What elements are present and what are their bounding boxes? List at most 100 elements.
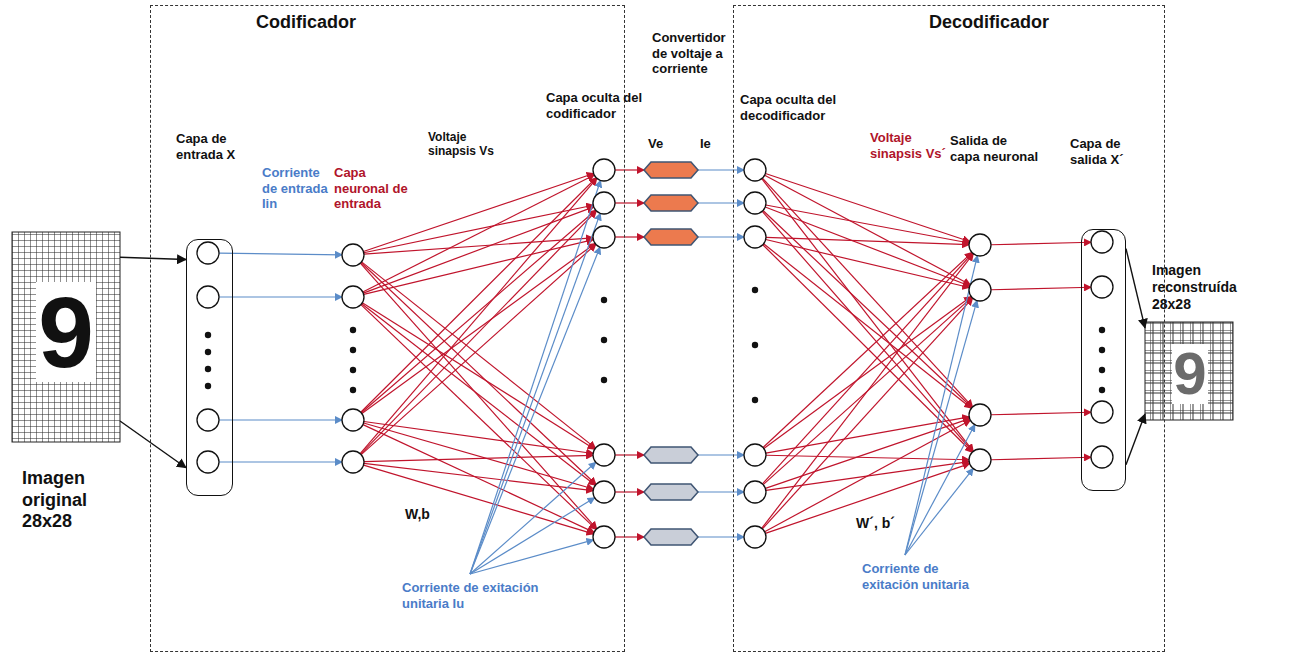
synapse-line bbox=[219, 296, 342, 297]
original-image: Imagen original 28x28 bbox=[10, 230, 135, 560]
synapse-line bbox=[615, 202, 644, 203]
image-digit: 9 bbox=[1172, 344, 1208, 404]
neuron-circle bbox=[342, 409, 364, 431]
image-grid bbox=[1145, 322, 1233, 420]
neuron-circle bbox=[969, 449, 991, 471]
synapse-line bbox=[361, 178, 596, 412]
neuron-circle bbox=[593, 481, 615, 503]
synapse-line bbox=[698, 236, 744, 237]
neuron-circle bbox=[593, 192, 615, 214]
node-label: Capa de entrada X bbox=[176, 131, 248, 162]
synapse-line bbox=[698, 202, 744, 203]
annotation-label: Corriente de exitación unitaria bbox=[862, 561, 982, 592]
synapse-line bbox=[766, 240, 970, 288]
neuron-circle bbox=[197, 451, 219, 473]
ellipsis-dot bbox=[1099, 347, 1105, 353]
annotation-label: Convertidor de voltaje a corriente bbox=[652, 30, 744, 77]
synapse-line bbox=[362, 243, 595, 413]
synapse-line bbox=[219, 419, 342, 420]
ellipsis-dot bbox=[350, 387, 356, 393]
ellipsis-dot bbox=[752, 287, 758, 293]
neuron-circle bbox=[197, 242, 219, 264]
annotation-label: Corriente de exitación unitaria Iu bbox=[402, 580, 542, 611]
annotation-label: Capa neuronal de entrada bbox=[334, 165, 418, 212]
annotation-label: W,b bbox=[405, 506, 455, 523]
synapse-line bbox=[762, 298, 972, 529]
synapse-line bbox=[766, 205, 969, 243]
synapse-line bbox=[991, 242, 1091, 244]
neuron-circle bbox=[1091, 231, 1113, 253]
converter-symbol bbox=[644, 162, 698, 178]
synapse-line bbox=[763, 245, 972, 453]
neuron-circle bbox=[197, 409, 219, 431]
synapse-line bbox=[615, 536, 644, 537]
ellipsis-dot bbox=[350, 327, 356, 333]
synapse-line bbox=[905, 256, 977, 555]
ellipsis-dot bbox=[752, 342, 758, 348]
ellipsis-dot bbox=[205, 366, 211, 372]
synapse-line bbox=[762, 179, 974, 452]
annotation-label: W´, b´ bbox=[856, 515, 916, 532]
neuron-circle bbox=[197, 286, 219, 308]
synapse-line bbox=[360, 263, 596, 529]
neuron-circle bbox=[744, 444, 766, 466]
ellipsis-dot bbox=[601, 377, 607, 383]
neuron-circle bbox=[1091, 446, 1113, 468]
ellipsis-dot bbox=[350, 367, 356, 373]
synapse-line bbox=[765, 420, 971, 532]
synapse-line bbox=[361, 211, 597, 454]
neuron-circle bbox=[342, 244, 364, 266]
node-label: Imagen reconstruída 28x28 bbox=[1152, 262, 1262, 312]
synapse-line bbox=[219, 461, 342, 462]
image-grid bbox=[12, 232, 120, 442]
annotation-label: Capa oculta del decodificador bbox=[740, 92, 865, 123]
neuron-circle bbox=[744, 159, 766, 181]
neuron-circle bbox=[593, 159, 615, 181]
synapse-line bbox=[991, 287, 1091, 289]
synapse-line bbox=[363, 425, 594, 533]
synapse-line bbox=[360, 178, 597, 453]
synapse-line bbox=[364, 465, 594, 534]
synapse-line bbox=[698, 491, 744, 492]
synapse-line bbox=[361, 210, 595, 413]
synapse-line bbox=[905, 425, 975, 555]
output-layer: Capa de salida X´ bbox=[1066, 136, 1146, 496]
ellipsis-dot bbox=[350, 347, 356, 353]
connector-arrow bbox=[1126, 249, 1145, 328]
synapse-line bbox=[470, 540, 593, 574]
synapse-line bbox=[362, 262, 596, 448]
synapse-line bbox=[470, 462, 596, 574]
layer-outline bbox=[1081, 229, 1126, 491]
ellipsis-dot bbox=[205, 383, 211, 389]
synapse-line bbox=[905, 301, 977, 555]
ellipsis-dot bbox=[205, 349, 211, 355]
synapse-line bbox=[219, 253, 342, 255]
annotation-label: Capa oculta del codificador bbox=[546, 90, 646, 121]
synapse-line bbox=[364, 455, 593, 461]
synapse-line bbox=[698, 454, 744, 455]
synapse-line bbox=[470, 213, 600, 574]
ellipsis-dot bbox=[1099, 367, 1105, 373]
neuron-circle bbox=[342, 286, 364, 308]
ellipsis-dot bbox=[601, 297, 607, 303]
synapse-line bbox=[765, 419, 969, 489]
synapse-line bbox=[698, 536, 744, 537]
converter-symbol bbox=[644, 195, 698, 211]
connector-arrow bbox=[120, 257, 186, 259]
ellipsis-dot bbox=[601, 337, 607, 343]
synapse-line bbox=[362, 304, 596, 486]
node-label: Imagen original 28x28 bbox=[22, 468, 132, 533]
neuron-circle bbox=[969, 234, 991, 256]
synapse-line bbox=[361, 244, 596, 454]
annotation-label: Corriente de entrada Iin bbox=[262, 165, 330, 212]
synapse-line bbox=[698, 169, 744, 170]
ellipsis-dot bbox=[752, 397, 758, 403]
synapse-line bbox=[762, 253, 972, 484]
connector-arrow bbox=[120, 421, 186, 468]
annotation-label: Salida de capa neuronal bbox=[950, 133, 1040, 164]
ellipsis-dot bbox=[205, 332, 211, 338]
synapse-line bbox=[762, 211, 973, 451]
synapse-line bbox=[766, 237, 969, 244]
neuron-circle bbox=[593, 526, 615, 548]
